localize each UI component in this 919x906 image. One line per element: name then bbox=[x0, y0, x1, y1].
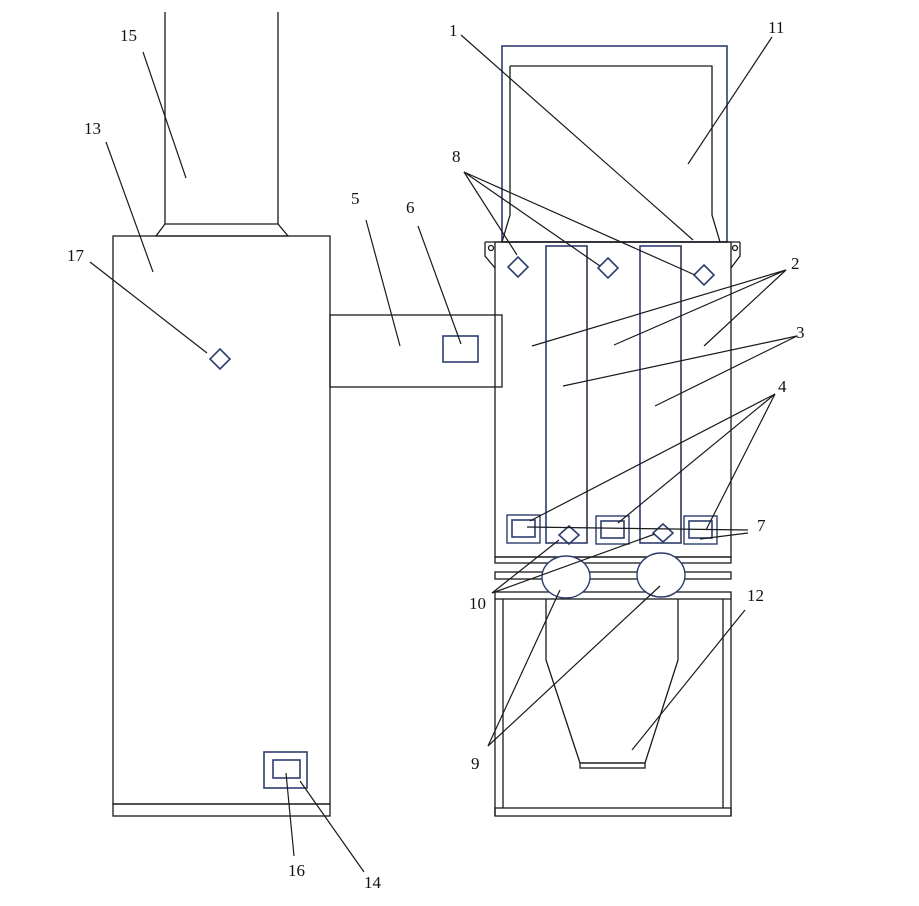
leader-lines bbox=[89, 34, 798, 873]
valve-8a-icon bbox=[506, 255, 530, 279]
top-hopper-inner bbox=[501, 65, 721, 243]
outlet-frame-14 bbox=[263, 751, 308, 789]
label-7: 7 bbox=[757, 516, 766, 535]
label-9: 9 bbox=[471, 754, 480, 773]
valve-10a-icon bbox=[557, 524, 581, 546]
filter-bag-1 bbox=[545, 245, 588, 544]
label-11: 11 bbox=[768, 18, 784, 37]
label-13: 13 bbox=[84, 119, 101, 138]
label-8: 8 bbox=[452, 147, 461, 166]
duct-window-6 bbox=[442, 335, 479, 363]
valve-8c-icon bbox=[692, 263, 716, 287]
callout-labels: 15 13 17 5 6 1 11 8 2 3 4 7 10 12 9 16 1… bbox=[67, 18, 805, 892]
valve-10b-icon bbox=[651, 522, 675, 544]
label-12: 12 bbox=[747, 586, 764, 605]
right-unit bbox=[484, 45, 741, 817]
label-17: 17 bbox=[67, 246, 85, 265]
label-16: 16 bbox=[288, 861, 305, 880]
label-10: 10 bbox=[469, 594, 486, 613]
valve-8b-icon bbox=[596, 256, 620, 280]
fan-9a bbox=[541, 555, 591, 599]
label-2: 2 bbox=[791, 254, 800, 273]
label-6: 6 bbox=[406, 198, 415, 217]
chimney-flange bbox=[154, 223, 290, 237]
label-15: 15 bbox=[120, 26, 137, 45]
label-4: 4 bbox=[778, 377, 787, 396]
tower-base bbox=[112, 803, 331, 817]
top-frame-11 bbox=[501, 45, 728, 243]
collection-funnel-12 bbox=[545, 599, 679, 764]
fan-9b bbox=[636, 552, 686, 598]
tower-body bbox=[112, 235, 331, 805]
label-5: 5 bbox=[351, 189, 360, 208]
filter-housing bbox=[494, 241, 732, 558]
connecting-duct bbox=[329, 314, 503, 388]
sensor-17-icon bbox=[208, 347, 232, 371]
label-14: 14 bbox=[364, 873, 382, 892]
filter-bag-2 bbox=[639, 245, 682, 544]
label-1: 1 bbox=[449, 21, 458, 40]
left-tower bbox=[112, 12, 331, 817]
label-3: 3 bbox=[796, 323, 805, 342]
